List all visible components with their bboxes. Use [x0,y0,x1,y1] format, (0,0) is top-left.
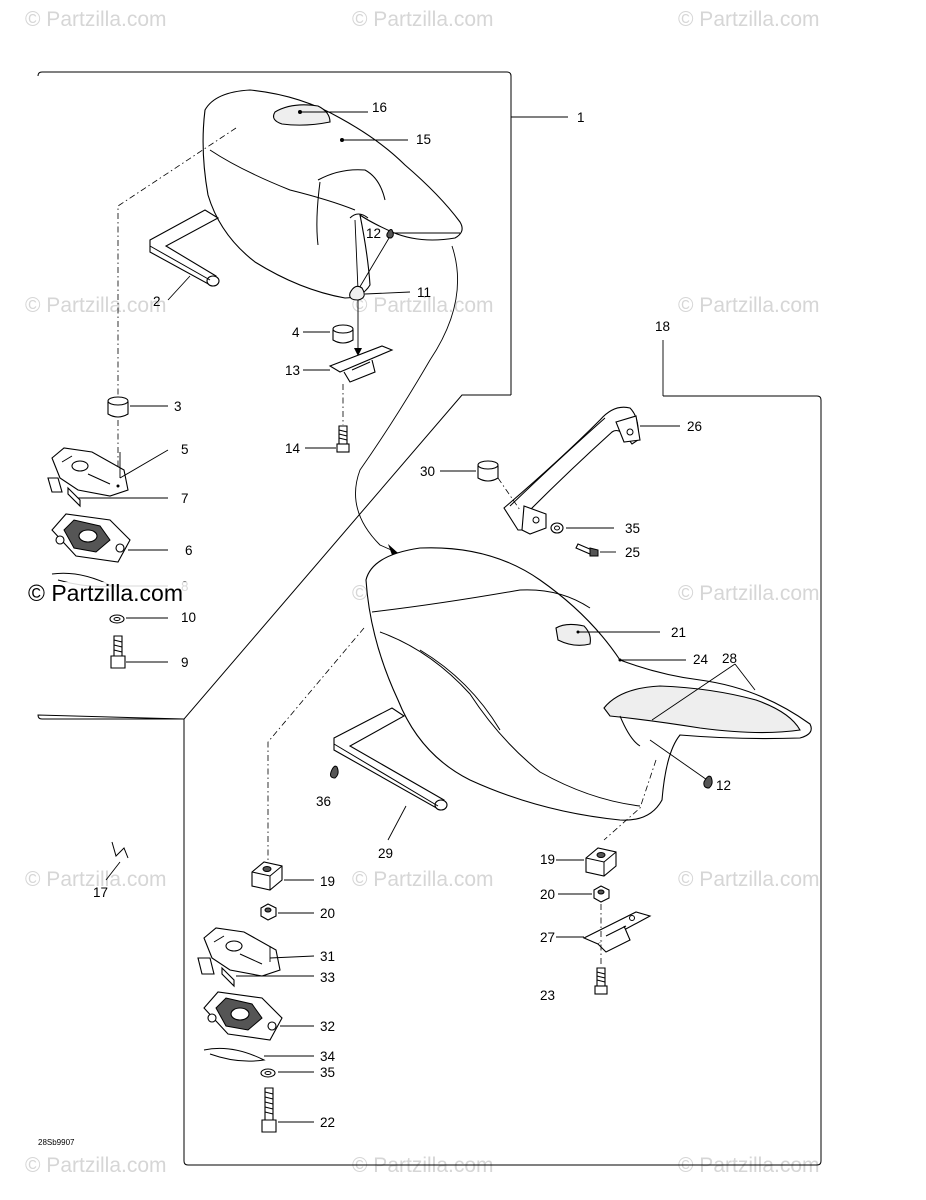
cap-part-3 [107,396,129,418]
callout-20-right: 20 [540,887,555,902]
callout-31: 31 [320,949,335,964]
bracket-part-27 [582,911,652,953]
nut-part-20-left [260,903,277,921]
bracket-part-13 [328,345,394,383]
alignment-line-lower-left [267,627,365,860]
leader-28 [651,663,756,721]
callout-10: 10 [181,610,196,625]
callout-35-upper: 35 [625,521,640,536]
rod-part-29 [333,707,448,811]
latch-part-5 [47,447,129,508]
frame-seat-assembly-18 [183,394,822,1166]
callout-30: 30 [420,464,435,479]
watermark: © Partzilla.com [25,868,167,891]
callout-33: 33 [320,970,335,985]
callout-23: 23 [540,988,555,1003]
leader-12a [354,219,460,291]
callout-19-right: 19 [540,852,555,867]
callout-24: 24 [693,652,709,667]
nut-part-20-right [593,885,610,903]
bolt-part-9 [110,635,126,669]
screw-part-14 [336,425,350,453]
callout-9: 9 [181,655,189,670]
bolt-part-22 [261,1087,277,1133]
watermark: © Partzilla.com [25,8,167,31]
callout-13: 13 [285,363,300,378]
callout-11: 11 [417,285,431,300]
callout-12-top: 12 [366,226,381,241]
rod-part-2 [149,209,220,287]
callout-27: 27 [540,930,555,945]
alignment-line-left [117,127,237,400]
watermark: © Partzilla.com [25,1154,167,1177]
leader-31 [269,946,315,962]
callout-36: 36 [316,794,331,809]
washer-part-10 [109,614,125,624]
frame-seat-assembly-1 [37,71,512,720]
seat-cover-main [365,547,812,821]
connector-curve [355,245,459,554]
leader-5 [119,449,169,479]
callout-25: 25 [625,545,640,560]
washer-part-35-lower [260,1068,276,1078]
washer-part-35-upper [550,522,564,534]
callout-19-left: 19 [320,874,335,889]
cap-part-30 [477,460,499,482]
callout-34: 34 [320,1049,336,1064]
leader-2 [167,275,191,301]
callout-1: 1 [577,110,585,125]
callout-35-lower: 35 [320,1065,335,1080]
callout-7: 7 [181,491,189,506]
callout-14: 14 [285,441,301,456]
lock-base-part-32 [203,991,283,1041]
screw-part-23 [594,967,608,995]
callout-21: 21 [671,625,686,640]
watermark: © Partzilla.com [352,294,494,317]
watermark-overlay: © Partzilla.com [28,580,183,606]
callout-2: 2 [153,294,161,309]
watermark: © Partzilla.com [352,8,494,31]
leader-11 [364,291,411,295]
partzilla-overlay: © Partzilla.com [28,580,192,606]
watermark: © Partzilla.com [678,868,820,891]
leader-29 [387,805,407,841]
wire-clip-part-34 [203,1047,266,1062]
callout-22: 22 [320,1115,335,1130]
cap-part-4 [332,324,354,344]
callout-6: 6 [185,543,193,558]
callout-17: 17 [93,885,108,900]
grab-handle-part-26 [503,406,641,535]
square-nut-part-19-left [251,861,283,891]
callout-labels: 1 2 3 4 5 6 7 8 9 10 11 12 13 14 15 16 1… [93,100,737,1130]
callout-26: 26 [687,419,702,434]
small-item-part-17 [111,841,129,859]
callout-5: 5 [181,442,189,457]
alignment-line-lower-right [603,759,657,841]
square-nut-part-19-right [585,847,617,877]
seat-cover-top [202,89,463,299]
watermark: © Partzilla.com [352,868,494,891]
watermark: © Partzilla.com [678,8,820,31]
callout-28: 28 [722,651,737,666]
watermark: © Partzilla.com [678,294,820,317]
callout-15: 15 [416,132,431,147]
watermark: © Partzilla.com [678,582,820,605]
callout-29: 29 [378,846,393,861]
callout-16: 16 [372,100,387,115]
callout-12-lower: 12 [716,778,731,793]
callout-20-left: 20 [320,906,335,921]
watermark: © Partzilla.com [25,294,167,317]
drawing-code: 28Sb9907 [38,1138,75,1147]
latch-part-31 [197,927,281,988]
grease-point-36 [330,765,339,779]
lock-base-part-6 [51,513,131,563]
leader-12b [649,739,711,783]
screw-part-25 [575,543,599,557]
callout-32: 32 [320,1019,335,1034]
callout-18: 18 [655,319,670,334]
callout-4: 4 [292,325,300,340]
leader-17 [105,861,121,881]
callout-3: 3 [174,399,182,414]
